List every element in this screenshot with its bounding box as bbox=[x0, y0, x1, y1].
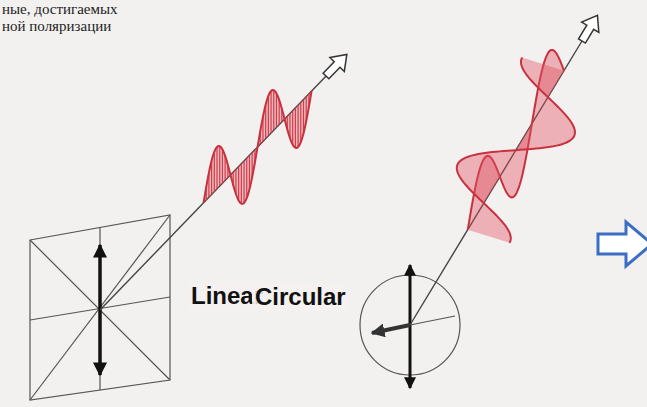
propagation-axis bbox=[410, 36, 585, 325]
block-arrow bbox=[598, 222, 647, 266]
caption-fragment: ной поляризации bbox=[2, 18, 111, 34]
polarization-label: Circular bbox=[252, 283, 349, 311]
wave-fill bbox=[204, 90, 312, 204]
plane-line bbox=[30, 215, 170, 400]
plane-outline bbox=[30, 215, 170, 400]
wave-curve bbox=[204, 90, 312, 204]
direction-arrow bbox=[319, 47, 354, 82]
hollow-arrow bbox=[573, 10, 606, 46]
polarization-plane bbox=[30, 215, 170, 400]
rotating-vector bbox=[372, 325, 410, 333]
caption-fragment: ные, достигаемых bbox=[2, 1, 118, 17]
wave-curve bbox=[457, 57, 575, 242]
hollow-arrow bbox=[319, 47, 354, 82]
wave-fill bbox=[457, 57, 575, 242]
plane-line bbox=[410, 316, 455, 325]
circular-wave bbox=[457, 50, 575, 243]
linear-wave bbox=[204, 90, 312, 204]
propagation-axis bbox=[100, 72, 330, 310]
direction-arrow bbox=[573, 10, 606, 46]
